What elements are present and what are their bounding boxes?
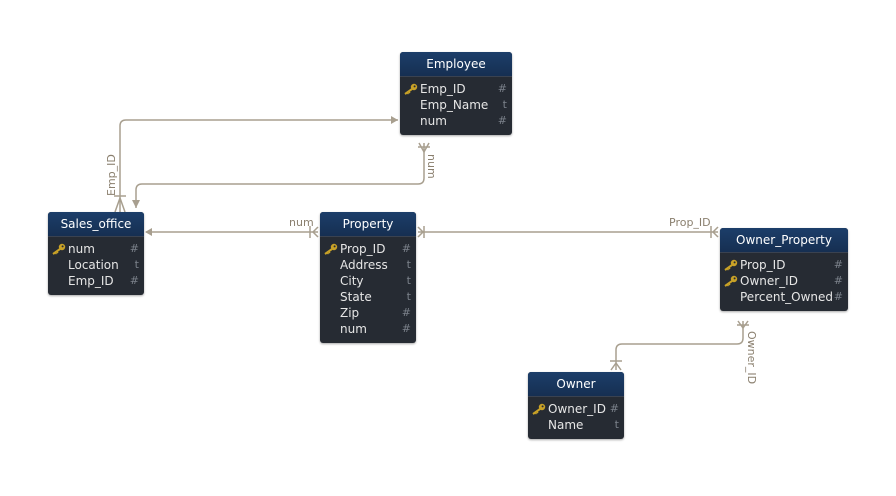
link-ownerproperty-owner-ownerid <box>615 321 744 370</box>
attribute-type: t <box>614 418 619 431</box>
attribute-row[interactable]: Percent_Owned# <box>720 289 848 305</box>
attribute-type: # <box>129 242 139 255</box>
attribute-name: num <box>68 242 95 256</box>
attribute-type: # <box>497 114 507 127</box>
link-label-emp-id: Emp_ID <box>105 154 118 196</box>
attribute-type: # <box>833 274 843 287</box>
primary-key-icon <box>531 403 547 415</box>
entity-owner-property[interactable]: Owner_Property Prop_ID#Owner_ID#Percent_… <box>720 228 848 311</box>
attribute-name: City <box>340 274 364 288</box>
link-label-owner-id: Owner_ID <box>745 331 758 385</box>
link-label-num-employee: num <box>425 154 438 179</box>
primary-key-icon <box>51 243 67 255</box>
attribute-row[interactable]: Owner_ID # <box>720 273 848 289</box>
attribute-row[interactable]: Location t <box>48 257 144 273</box>
entity-title: Sales_office <box>48 212 144 237</box>
attribute-name: Emp_Name <box>420 98 489 112</box>
attribute-type: t <box>406 274 411 287</box>
link-label-prop-id: Prop_ID <box>669 216 711 229</box>
entity-title: Owner_Property <box>720 228 848 253</box>
attribute-name: Emp_ID <box>68 274 114 288</box>
attribute-row[interactable]: Zip # <box>320 305 416 321</box>
attribute-type: # <box>401 306 411 319</box>
attribute-row[interactable]: Emp_Name t <box>400 97 512 113</box>
attribute-type: # <box>497 82 507 95</box>
attribute-name: Prop_ID <box>740 258 786 272</box>
attribute-row[interactable]: num # <box>400 113 512 129</box>
attribute-type: # <box>609 402 619 415</box>
attribute-row[interactable]: num # <box>320 321 416 337</box>
entity-title: Employee <box>400 52 512 77</box>
attribute-row[interactable]: Prop_ID # <box>720 257 848 273</box>
entity-title: Property <box>320 212 416 237</box>
attribute-name: Zip <box>340 306 360 320</box>
primary-key-icon <box>403 83 419 95</box>
attribute-type: # <box>833 258 843 271</box>
attribute-name: Address <box>340 258 388 272</box>
attribute-name: Name <box>548 418 584 432</box>
attribute-list: Emp_ID # Emp_Name t num # <box>400 77 512 135</box>
attribute-type: t <box>406 258 411 271</box>
attribute-row[interactable]: Emp_ID # <box>48 273 144 289</box>
attribute-row[interactable]: Emp_ID # <box>400 81 512 97</box>
link-employee-sales-num <box>135 143 425 208</box>
entity-employee[interactable]: Employee Emp_ID # Emp_Name t num # <box>400 52 512 135</box>
attribute-row[interactable]: City t <box>320 273 416 289</box>
attribute-list: Prop_ID#Owner_ID#Percent_Owned# <box>720 253 848 311</box>
attribute-name: Owner_ID <box>740 274 798 288</box>
primary-key-icon <box>323 243 339 255</box>
attribute-type: # <box>129 274 139 287</box>
attribute-name: num <box>340 322 367 336</box>
attribute-row[interactable]: Name t <box>528 417 624 433</box>
attribute-type: # <box>833 290 843 303</box>
attribute-row[interactable]: num # <box>48 241 144 257</box>
attribute-type: t <box>406 290 411 303</box>
attribute-row[interactable]: State t <box>320 289 416 305</box>
attribute-name: Owner_ID <box>548 402 606 416</box>
link-label-num-property: num <box>289 216 314 229</box>
attribute-type: t <box>134 258 139 271</box>
attribute-row[interactable]: Prop_ID # <box>320 241 416 257</box>
primary-key-icon <box>723 259 739 271</box>
attribute-name: State <box>340 290 372 304</box>
link-sales-employee-empid <box>119 119 398 212</box>
entity-title: Owner <box>528 372 624 397</box>
attribute-row[interactable]: Address t <box>320 257 416 273</box>
attribute-type: # <box>401 242 411 255</box>
attribute-type: # <box>401 322 411 335</box>
attribute-name: Prop_ID <box>340 242 386 256</box>
attribute-name: Percent_Owned <box>740 290 834 304</box>
attribute-type: t <box>502 98 507 111</box>
attribute-row[interactable]: Owner_ID# <box>528 401 624 417</box>
attribute-name: Emp_ID <box>420 82 466 96</box>
attribute-name: num <box>420 114 447 128</box>
attribute-name: Location <box>68 258 119 272</box>
primary-key-icon <box>723 275 739 287</box>
